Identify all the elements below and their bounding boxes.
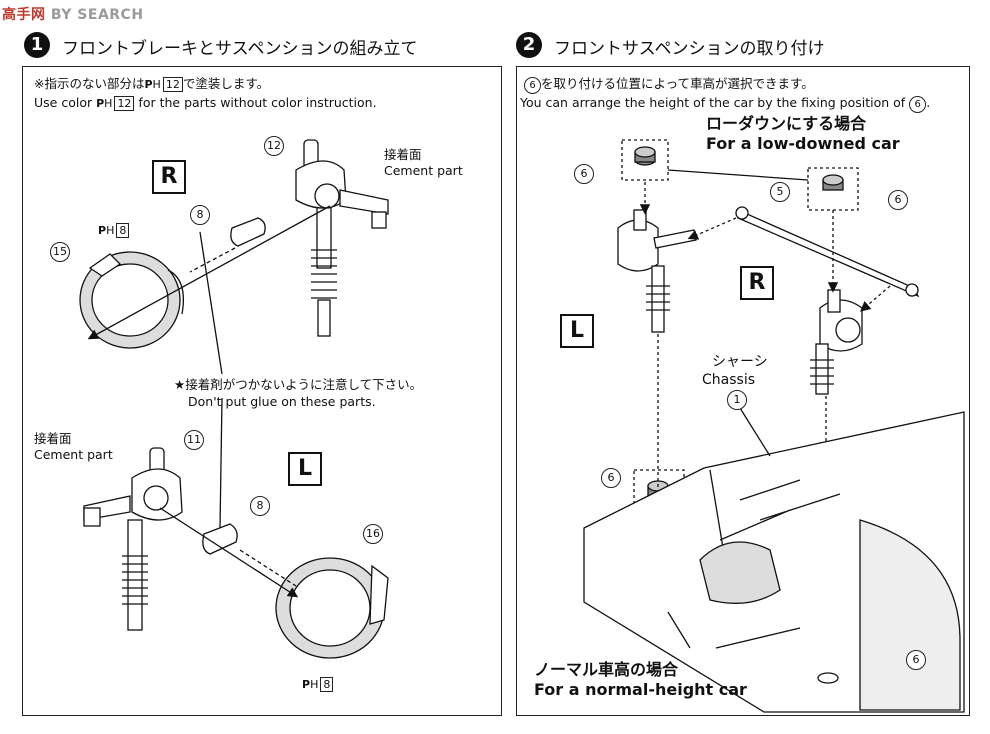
step2-note-en-pre: You can arrange the height of the car by… (520, 95, 906, 110)
ph8-bot-number: 8 (320, 677, 334, 692)
ph8-top-number: 8 (116, 223, 130, 238)
step2-panel (516, 66, 970, 716)
ph-sub-en: H (104, 97, 113, 110)
watermark: 高手网 BY SEARCH (2, 4, 144, 24)
low-down-en: For a low-downed car (706, 134, 900, 153)
ph-letter-en: P (96, 97, 105, 110)
low-down-jp: ローダウンにする場合 (706, 114, 867, 133)
ph-sub: H (152, 78, 161, 91)
normal-height-en: For a normal-height car (534, 680, 747, 699)
part-8-bottom: 8 (250, 496, 270, 516)
ph8-bot-letter: P (302, 678, 311, 691)
ph8-top-letter: P (98, 224, 107, 237)
step2-title: フロントサスペンションの取り付け (554, 39, 825, 59)
label-l-step1: L (288, 452, 322, 486)
step2-note-jp-num: 6 (524, 77, 541, 94)
cement-top-jp: 接着面 (384, 147, 422, 162)
label-l-step2: L (560, 314, 594, 348)
glue-note-jp: ★接着剤がつかないように注意して下さい。 (174, 377, 423, 392)
step1-panel (22, 66, 502, 716)
part-5: 5 (770, 182, 790, 202)
strut-l-step2 (617, 209, 697, 333)
step1-note-en-post: for the parts without color instruction. (138, 95, 377, 110)
step1-number: 1 (24, 32, 50, 58)
step1-title: フロントブレーキとサスペンションの組み立て (62, 39, 418, 59)
part-1: 1 (727, 390, 747, 410)
ph8-top-sub: H (106, 224, 115, 237)
step2-note-en: You can arrange the height of the car by… (520, 94, 930, 113)
part-11: 11 (184, 430, 204, 450)
cement-bot-jp: 接着面 (34, 431, 72, 446)
ph-default-number: 12 (162, 77, 183, 92)
watermark-part-a: 高手网 (2, 7, 46, 23)
part-6-d: 6 (906, 650, 926, 670)
label-r-step2: R (740, 266, 774, 300)
strut-bottom-left (83, 447, 183, 631)
brake-disc-bottom (275, 557, 389, 659)
knuckle-pin-bottom (202, 523, 238, 555)
cement-top-en: Cement part (384, 163, 463, 178)
step2-note-en-num: 6 (909, 96, 927, 113)
part-16: 16 (363, 524, 383, 544)
ph-default-number-en: 12 (114, 96, 135, 111)
strut-top-right (295, 139, 389, 337)
watermark-part-b: BY SEARCH (50, 7, 144, 23)
step2-note-en-post: . (926, 95, 931, 110)
part-15: 15 (50, 242, 70, 262)
part-6-a: 6 (574, 164, 594, 184)
ph8-bot-sub: H (310, 678, 319, 691)
label-r-step1: R (152, 160, 186, 194)
ph-letter: P (144, 78, 153, 91)
chassis-en: Chassis (702, 372, 755, 388)
step2-note-jp-post: を取り付ける位置によって車高が選択できます。 (541, 76, 814, 91)
cement-bot-en: Cement part (34, 447, 113, 462)
brake-disc-top (79, 251, 185, 349)
chassis-jp: シャーシ (712, 354, 768, 370)
part-8-top: 8 (190, 205, 210, 225)
chassis (583, 411, 965, 713)
step1-note-en-pre: Use color (34, 95, 93, 110)
step1-note-jp-pre: ※指示のない部分は (34, 76, 145, 91)
glue-note-en: Don't put glue on these parts. (188, 394, 376, 409)
step2-number: 2 (516, 32, 542, 58)
part-12: 12 (264, 136, 284, 156)
step1-note-jp-post: で塗装します。 (182, 76, 270, 91)
knuckle-pin-top (230, 217, 266, 247)
strut-r-step2 (810, 289, 863, 395)
normal-height-jp: ノーマル車高の場合 (534, 660, 679, 679)
part-6-b: 6 (888, 190, 908, 210)
part-6-c: 6 (601, 468, 621, 488)
